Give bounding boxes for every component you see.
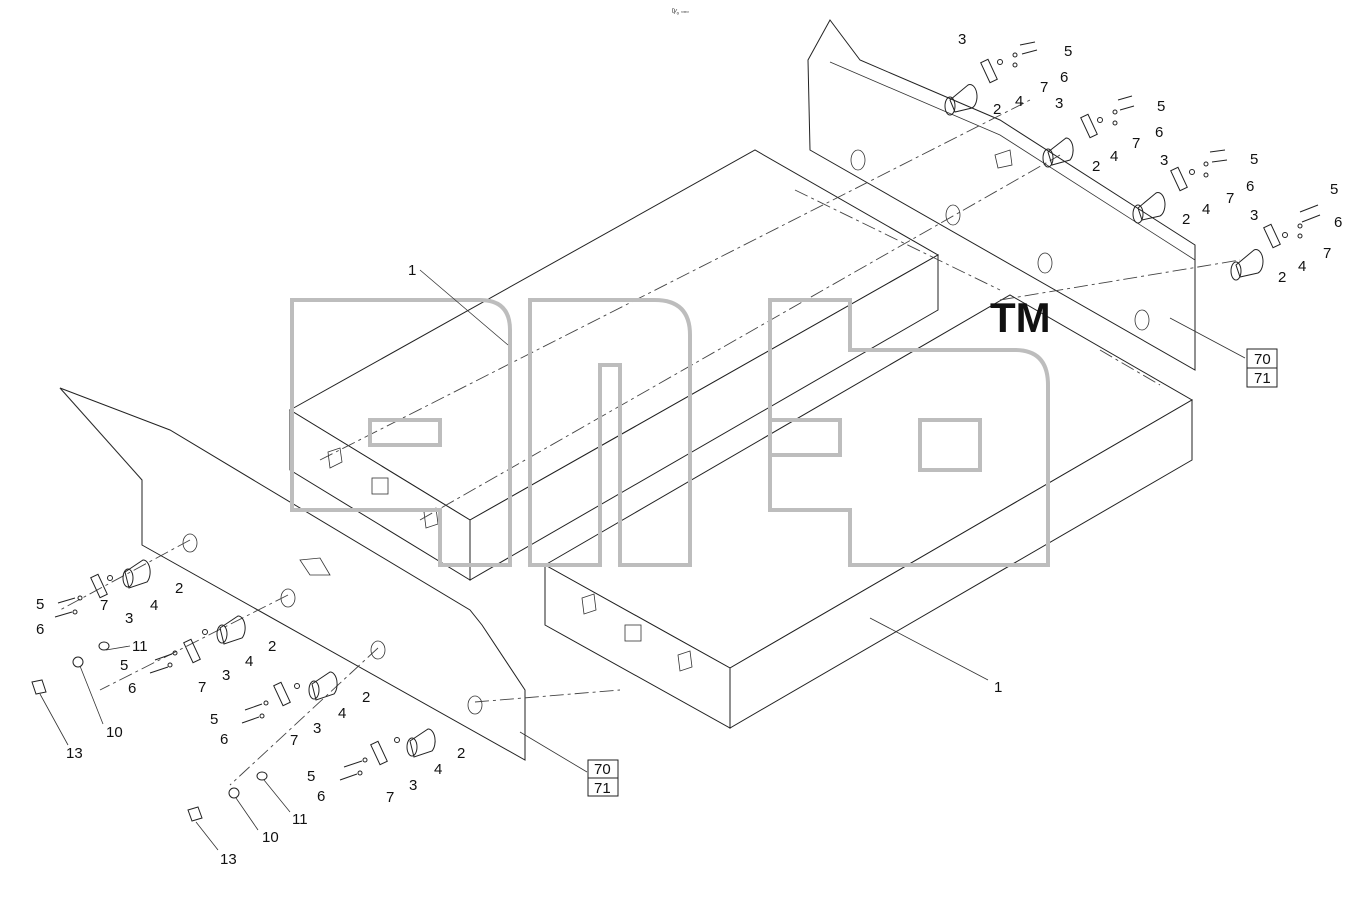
label-3: 3 (958, 31, 966, 48)
label-7: 7 (1323, 245, 1331, 262)
label-4: 4 (1298, 258, 1306, 275)
label-6: 6 (1155, 124, 1163, 141)
label-1-lower: 1 (994, 679, 1002, 696)
label-6: 6 (1060, 69, 1068, 86)
label-4: 4 (245, 653, 253, 670)
bushing-set-l3 (241, 671, 338, 724)
plate-right (807, 19, 1196, 371)
label-2: 2 (268, 638, 276, 655)
label-3: 3 (1160, 152, 1168, 169)
label-5: 5 (1157, 98, 1165, 115)
bushing-set-l2 (98, 615, 246, 674)
bolt-nut-left-lower (187, 787, 240, 822)
label-10: 10 (262, 829, 279, 846)
label-5: 5 (1250, 151, 1258, 168)
label-1-upper: 1 (408, 262, 416, 279)
label-2: 2 (1182, 211, 1190, 228)
label-4: 4 (338, 705, 346, 722)
label-6: 6 (1246, 178, 1254, 195)
label-2: 2 (457, 745, 465, 762)
label-7: 7 (1132, 135, 1140, 152)
label-5: 5 (36, 596, 44, 613)
label-11: 11 (132, 638, 148, 655)
label-2: 2 (1092, 158, 1100, 175)
label-6: 6 (36, 621, 44, 638)
label-3: 3 (1055, 95, 1063, 112)
label-5: 5 (307, 768, 315, 785)
bushing-set-r3 (1132, 149, 1228, 224)
label-13: 13 (220, 851, 237, 868)
label-7: 7 (290, 732, 298, 749)
bushing-set-r4 (1230, 204, 1321, 281)
label-7: 7 (198, 679, 206, 696)
label-6: 6 (220, 731, 228, 748)
label-4: 4 (1202, 201, 1210, 218)
label-4: 4 (434, 761, 442, 778)
label-3: 3 (125, 610, 133, 627)
ref-71-right: 71 (1254, 370, 1271, 387)
label-4: 4 (1110, 148, 1118, 165)
label-3: 3 (1250, 207, 1258, 224)
label-2: 2 (1278, 269, 1286, 286)
label-3: 3 (313, 720, 321, 737)
label-2: 2 (362, 689, 370, 706)
label-2: 2 (993, 101, 1001, 118)
centerlines (59, 99, 1241, 786)
fasteners-right (944, 41, 1321, 281)
bushing-set-l1 (54, 559, 151, 618)
label-6: 6 (317, 788, 325, 805)
label-3: 3 (409, 777, 417, 794)
ref-box-right: 70 71 (1246, 348, 1278, 388)
ref-71-left: 71 (594, 780, 611, 797)
label-7: 7 (386, 789, 394, 806)
label-5: 5 (120, 657, 128, 674)
label-10: 10 (106, 724, 123, 741)
label-3: 3 (222, 667, 230, 684)
label-5: 5 (1064, 43, 1072, 60)
label-5: 5 (210, 711, 218, 728)
box-upper (289, 149, 940, 581)
bushing-set-l4 (256, 728, 436, 781)
watermark-tm: TM (990, 294, 1051, 341)
label-11: 11 (292, 811, 308, 828)
label-5: 5 (1330, 181, 1338, 198)
fasteners-left (31, 559, 436, 822)
label-2: 2 (175, 580, 183, 597)
label-6: 6 (1334, 214, 1342, 231)
label-7: 7 (1040, 79, 1048, 96)
header-mark: ᴰ⁄₀ ▫▫▫ (672, 9, 689, 16)
part-labels: 1 1 3 5 6 7 4 2 3 5 6 7 4 2 3 5 6 7 4 2 … (36, 31, 1342, 868)
label-4: 4 (1015, 93, 1023, 110)
label-13: 13 (66, 745, 83, 762)
bushing-set-r1 (944, 41, 1038, 116)
ref-70-right: 70 (1254, 351, 1271, 368)
label-7: 7 (100, 597, 108, 614)
ref-box-left: 70 71 (587, 759, 619, 797)
leader-lines (39, 269, 1246, 851)
watermark-logo: TM (290, 294, 1051, 567)
label-7: 7 (1226, 190, 1234, 207)
bushing-set-r2 (1042, 95, 1135, 168)
ref-70-left: 70 (594, 761, 611, 778)
label-6: 6 (128, 680, 136, 697)
plate-left (59, 387, 526, 761)
label-4: 4 (150, 597, 158, 614)
bolt-nut-left-upper (31, 656, 84, 695)
